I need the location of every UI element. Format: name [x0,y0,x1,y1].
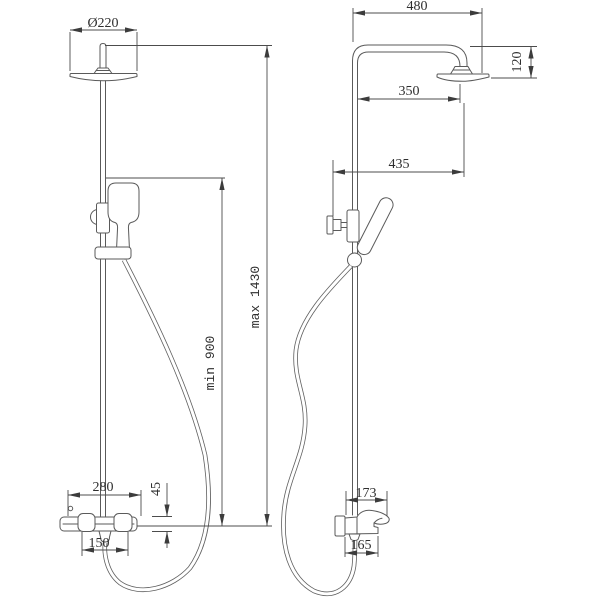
dim-spout-bottom: 165 [351,538,372,553]
dim-min-height: min 900 [203,336,218,391]
dim-valve-height: 45 [149,482,164,496]
hose-front [102,258,211,593]
dim-arm-projection: 350 [399,84,420,99]
valve-knob-left [77,513,96,532]
dim-inlet-spacing: 150 [89,536,110,551]
dim-head-diameter: Ø220 [87,16,118,31]
dim-overall-projection: 435 [389,157,410,172]
valve-knob-right [113,513,133,532]
hand-shower-front [107,182,140,251]
front-dimensions: Ø220 max 1430 min 900 280 45 150 [67,16,270,556]
dim-spout-top: 173 [356,486,377,501]
shower-head-side [436,73,490,82]
valve-wall-plate [334,515,346,537]
dim-valve-width: 280 [93,480,114,495]
side-view [281,44,490,597]
valve-screw [67,505,74,512]
dim-top-width: 480 [407,0,428,14]
wall-bracket-plate [326,215,334,235]
hose-side [281,264,358,597]
dim-max-height: max 1430 [248,266,263,328]
holder-pivot [347,252,362,268]
side-dimensions: 480 120 350 435 173 165 [332,0,537,557]
shower-head-front [69,73,138,82]
front-view [59,43,272,593]
wall-bracket-arm [332,219,342,231]
hose-outlet-nut-side [348,533,361,541]
hand-shower-side [356,197,394,256]
dim-head-drop: 120 [510,52,525,73]
hand-shower-holder [94,246,132,260]
hose-outlet-nut [98,530,112,543]
shower-arm-inner [357,51,461,516]
head-connector [93,67,113,74]
valve-spout-side [344,509,390,535]
shower-arm-outer [352,44,468,516]
head-connector-side [450,66,473,75]
riser-pipe-top [99,43,107,69]
slider-bracket-side [346,209,360,243]
